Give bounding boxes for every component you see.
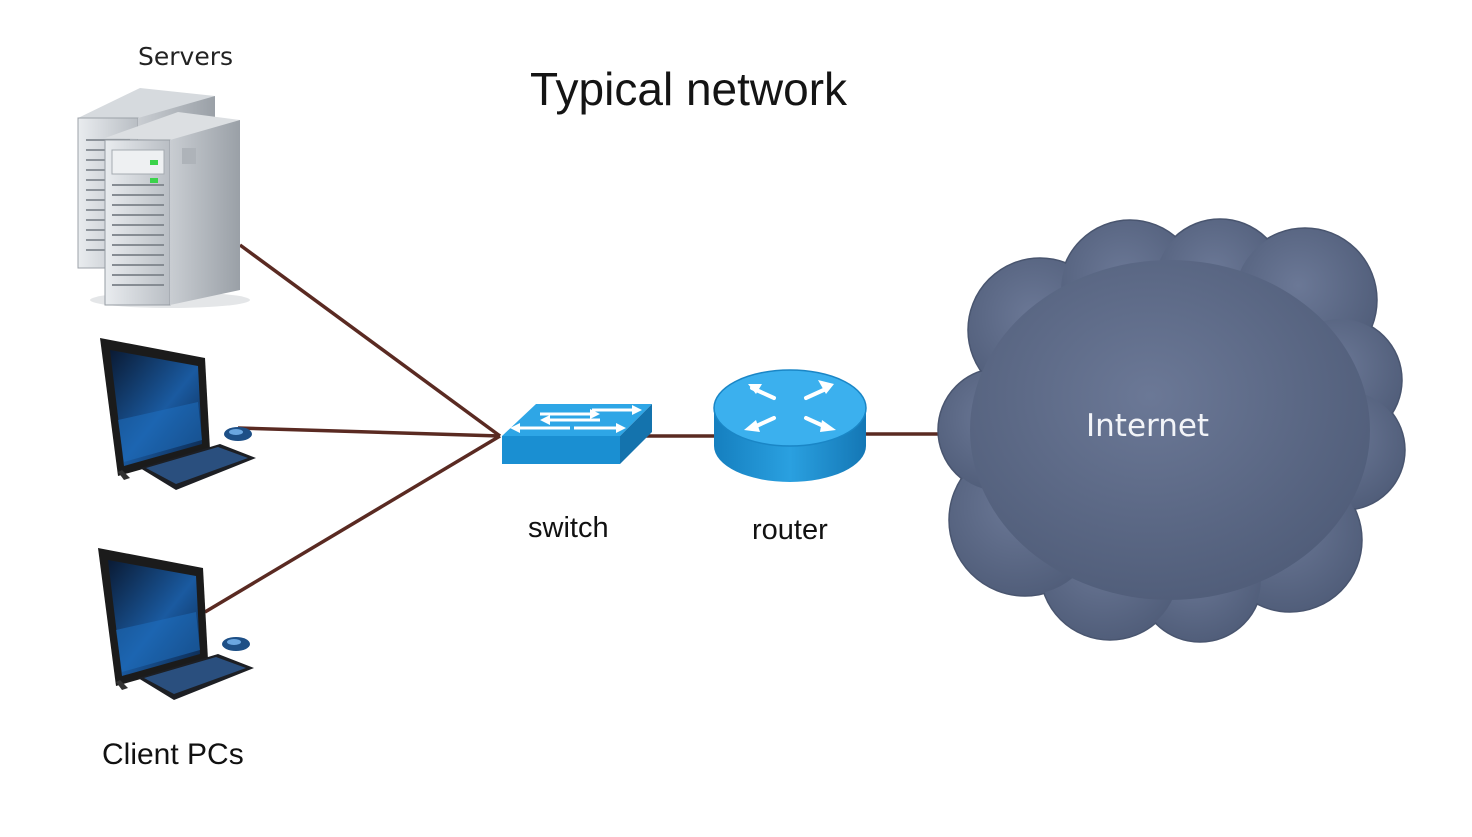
cloud-icon bbox=[937, 218, 1406, 643]
switch-label: switch bbox=[528, 512, 609, 544]
desktop-computer-icon bbox=[100, 338, 256, 490]
link-pc2-switch bbox=[204, 434, 501, 614]
link-servers-switch bbox=[238, 243, 502, 438]
diagram-title: Typical network bbox=[530, 63, 848, 115]
link-pc1-switch bbox=[237, 426, 501, 438]
internet-label: Internet bbox=[1086, 408, 1210, 444]
desktop-computer-icon bbox=[98, 548, 254, 700]
client-pcs-label: Client PCs bbox=[102, 738, 244, 771]
server-tower-icon bbox=[77, 88, 250, 308]
router-icon bbox=[713, 369, 867, 482]
router-label: router bbox=[752, 514, 828, 546]
network-switch-icon bbox=[502, 404, 652, 464]
servers-label: Servers bbox=[138, 42, 234, 71]
